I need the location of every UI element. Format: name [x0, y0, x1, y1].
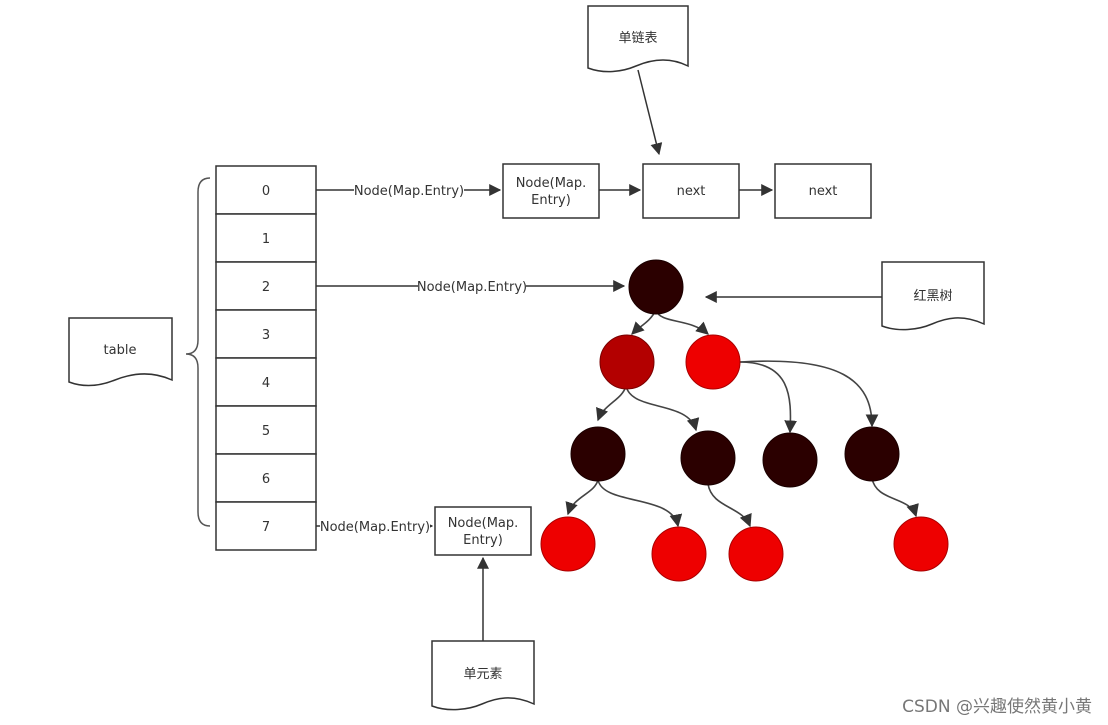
table-slot-3-label: 3 — [262, 328, 270, 343]
linked-list-node-1-label: next — [677, 184, 706, 199]
single-element-callout: 单元素 — [431, 640, 535, 711]
table-callout-label: table — [104, 343, 137, 358]
slot7-edge-label-bg — [320, 517, 430, 537]
table-slot-7-label: 7 — [262, 520, 270, 535]
watermark: CSDN @兴趣使然黄小黄 — [902, 696, 1092, 717]
single-node-line1: Node(Map. — [448, 516, 519, 531]
rb-tree-callout: 红黑树 — [881, 261, 985, 331]
rb-edge-l-ll — [596, 385, 627, 422]
single-element-callout-label: 单元素 — [463, 667, 502, 682]
rb-edge-r-rl — [739, 361, 798, 434]
rb-node-left-left — [570, 426, 626, 482]
linked-list-callout-label: 单链表 — [618, 31, 657, 46]
linked-list-node-1: next — [642, 163, 740, 219]
slot7-edge-label: Node(Map.Entry) — [320, 520, 430, 535]
rb-node-right-left — [762, 432, 818, 488]
slot0-edge-label: Node(Map.Entry) — [354, 184, 464, 199]
table-slot-7 — [215, 501, 317, 551]
rb-tree — [540, 259, 949, 582]
rb-tree-edges — [565, 309, 919, 528]
rb-node-right-right — [844, 426, 900, 482]
rb-leaf-2 — [651, 526, 707, 582]
slot2-edge-label: Node(Map.Entry) — [417, 280, 527, 295]
table-slot-0 — [215, 165, 317, 215]
table-slot-3 — [215, 309, 317, 359]
single-node: Node(Map. Entry) — [434, 506, 532, 556]
table-slot-1-label: 1 — [262, 232, 270, 247]
rb-node-root — [628, 259, 684, 315]
rb-leaf-1 — [540, 516, 596, 572]
linked-list-node-0: Node(Map. Entry) — [502, 163, 600, 219]
table-brace — [185, 177, 211, 527]
linked-list-node-0-line1: Node(Map. — [516, 176, 587, 191]
rb-node-left-right — [680, 430, 736, 486]
rb-edge-ll-b — [597, 479, 683, 528]
rb-edge-ll-a — [565, 479, 599, 516]
linked-list-callout: 单链表 — [587, 5, 689, 73]
rb-edge-l-lr — [625, 385, 700, 432]
slot2-edge-label-bg — [418, 277, 526, 297]
rb-leaf-3 — [728, 526, 784, 582]
table-slot-4-label: 4 — [262, 376, 270, 391]
table-slot-5-label: 5 — [262, 424, 270, 439]
rb-node-left — [599, 334, 655, 390]
linked-list-callout-arrow — [637, 69, 663, 156]
single-node-line2: Entry) — [463, 533, 503, 548]
slot0-edge-label-bg — [354, 180, 464, 200]
rb-edge-lr-a — [707, 483, 752, 528]
rb-tree-callout-label: 红黑树 — [913, 288, 952, 304]
rb-edge-rr-a — [871, 477, 919, 518]
rb-node-right — [685, 334, 741, 390]
rb-edge-root-right — [655, 309, 709, 335]
table-slot-6-label: 6 — [262, 472, 270, 487]
table-array: 0 1 2 3 4 5 6 7 — [215, 165, 317, 551]
linked-list-node-2: next — [774, 163, 872, 219]
table-slot-1 — [215, 213, 317, 263]
table-callout: table — [68, 317, 173, 387]
table-slot-0-label: 0 — [262, 184, 270, 199]
rb-edge-r-rr — [739, 360, 879, 428]
linked-list-node-2-label: next — [809, 184, 838, 199]
linked-list-node-0-line2: Entry) — [531, 193, 571, 208]
rb-leaf-4 — [893, 516, 949, 572]
table-slot-5 — [215, 405, 317, 455]
table-slot-2-label: 2 — [262, 280, 270, 295]
